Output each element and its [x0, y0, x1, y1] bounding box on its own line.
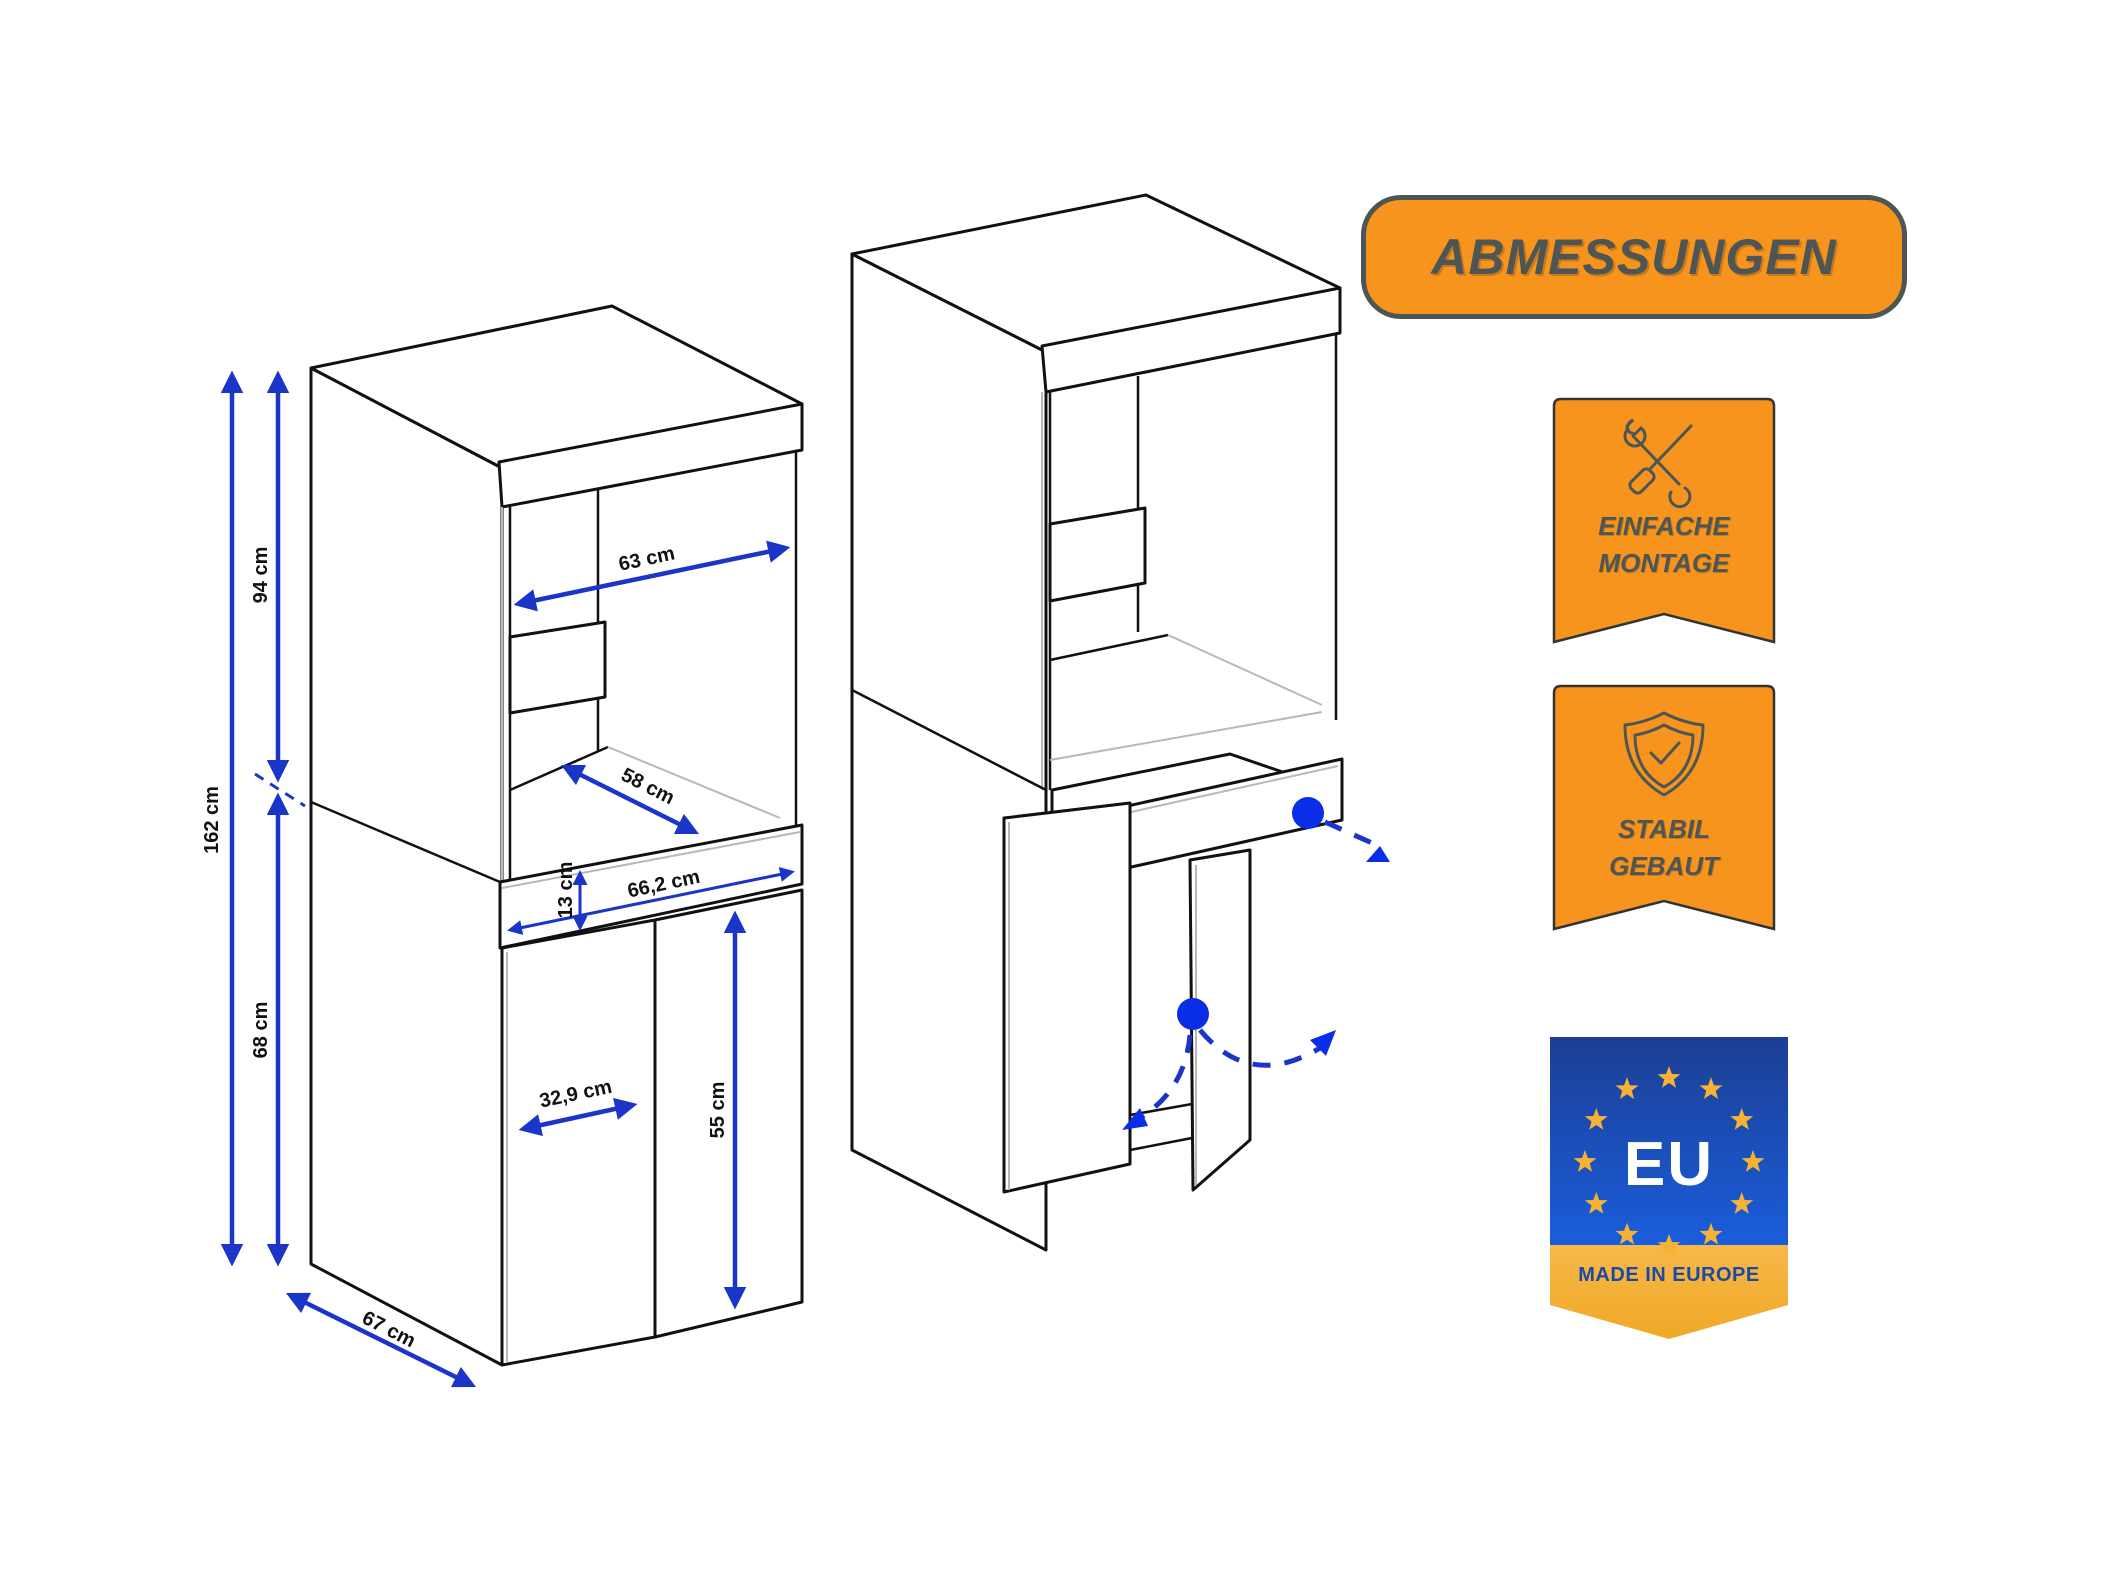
cabinet-right-door-left	[1002, 801, 1132, 1194]
label-total-height: 162 cm	[201, 786, 223, 854]
title-badge: ABMESSUNGEN	[1361, 195, 1907, 319]
arrow-outer-width	[507, 867, 795, 935]
drawer-handle-dot	[1292, 797, 1324, 829]
arrow-door-width	[518, 1097, 638, 1137]
badge-einfache-montage-line1: EINFACHE	[1598, 511, 1730, 541]
eu-star-icon	[1730, 1108, 1754, 1130]
eu-star-icon	[1730, 1192, 1754, 1214]
made-in-europe-badge: EU MADE IN EUROPE	[1550, 1037, 1788, 1343]
badge-einfache-montage: EINFACHE MONTAGE	[1551, 396, 1777, 648]
door-left-motion-arrow	[1138, 1034, 1193, 1121]
cabinet-right-top-rail	[1040, 286, 1342, 394]
label-lower-height: 68 cm	[250, 1002, 272, 1059]
door-handle-dot	[1177, 998, 1209, 1030]
dimension-arrows	[220, 370, 795, 1388]
eu-star-icon	[1584, 1192, 1608, 1214]
badge-einfache-montage-line2: MONTAGE	[1598, 548, 1730, 578]
badge-stabil-gebaut-line1: STABIL	[1618, 814, 1710, 844]
cabinet-right-door-right	[1188, 848, 1252, 1192]
label-upper-height: 94 cm	[250, 547, 272, 604]
eu-emblem-text: EU	[1623, 1130, 1715, 1199]
eu-star-icon	[1699, 1222, 1723, 1245]
cabinet-left-door-left	[500, 918, 657, 1367]
badge-stabil-gebaut-line2: GEBAUT	[1609, 851, 1719, 881]
label-drawer-height: 13 cm	[555, 862, 577, 919]
arrow-inner-width	[513, 540, 791, 612]
eu-star-icon	[1657, 1066, 1681, 1088]
arrow-shelf-depth	[560, 764, 700, 835]
eu-star-icon	[1584, 1108, 1608, 1130]
drawer-motion-arrow	[1323, 819, 1374, 846]
eu-star-icon	[1699, 1077, 1723, 1099]
cabinet-dimensioned	[309, 304, 804, 1367]
label-door-height: 55 cm	[707, 1082, 729, 1139]
cabinet-left-inner-divider	[508, 620, 607, 715]
badge-stabil-gebaut: STABIL GEBAUT	[1551, 683, 1777, 935]
cabinet-left-top-rail	[497, 402, 804, 509]
door-right-motion-arrow	[1198, 1028, 1322, 1068]
eu-star-icon	[1615, 1222, 1639, 1245]
eu-star-icon	[1741, 1150, 1765, 1172]
label-shelf-depth: 58 cm	[617, 764, 678, 809]
eu-star-icon	[1573, 1150, 1597, 1172]
cabinet-right-inner-divider	[1048, 506, 1147, 603]
page-title: ABMESSUNGEN	[1431, 229, 1837, 285]
cabinet-left-side-panel	[309, 366, 504, 1367]
eu-stars-icon	[1573, 1066, 1765, 1256]
shield-check-icon	[1623, 711, 1705, 797]
made-in-europe-caption: MADE IN EUROPE	[1578, 1264, 1760, 1286]
arrow-depth	[285, 1292, 477, 1388]
wrench-screwdriver-icon	[1623, 418, 1693, 509]
eu-star-icon	[1615, 1077, 1639, 1099]
cabinet-open-view	[850, 193, 1390, 1252]
eu-star-icon	[1657, 1234, 1681, 1256]
